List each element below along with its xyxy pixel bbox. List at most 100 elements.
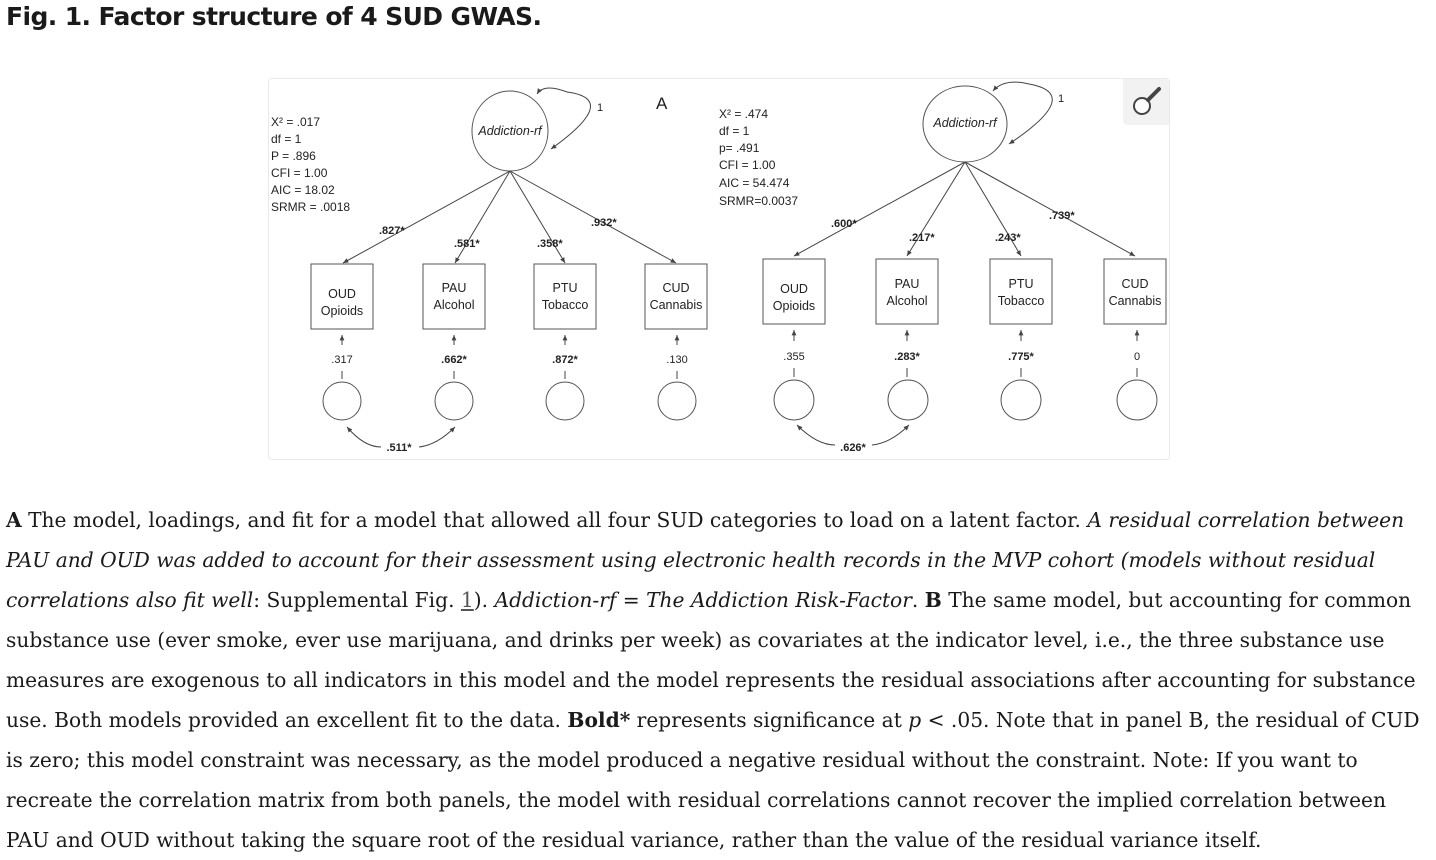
- figure-title: Fig. 1. Factor structure of 4 SUD GWAS.: [6, 2, 542, 31]
- magnifier-icon: [1133, 87, 1161, 115]
- residual-pau: .283*: [887, 330, 929, 421]
- caption-italic-text: Addiction-rf: [494, 588, 617, 612]
- supplemental-figure-link[interactable]: 1: [460, 588, 474, 612]
- indicator-code: OUD: [328, 287, 356, 301]
- error-node: [545, 381, 585, 421]
- indicator-ptu: PTU Tobacco: [533, 263, 597, 330]
- indicator-code: PTU: [1009, 277, 1034, 291]
- caption-bold-text: Bold*: [567, 708, 631, 732]
- residual-cud: 0: [1116, 330, 1158, 421]
- caption-text: < .05. Note that in panel B, the residua…: [6, 708, 1420, 852]
- figure-image: A X² = .017 df = 1 P = .896 CFI = 1.00 A…: [268, 78, 1170, 460]
- loading-label: .581*: [454, 238, 480, 250]
- latent-factor-label: Addiction-rf: [932, 116, 998, 130]
- indicator-cud: CUD Cannabis: [1103, 258, 1167, 325]
- residual-value: .317: [331, 354, 352, 366]
- fit-stat: X² = .017: [271, 115, 320, 129]
- latent-factor-label: Addiction-rf: [477, 124, 543, 138]
- panel-a-label: A: [656, 94, 668, 113]
- residual-correlation-arc: [796, 424, 836, 446]
- indicator-pau: PAU Alcohol: [422, 263, 486, 330]
- indicator-cud: CUD Cannabis: [644, 263, 708, 330]
- latent-variance-value: 1: [597, 102, 603, 114]
- indicator-code: CUD: [662, 281, 689, 295]
- caption-panel-a-label: A: [6, 508, 22, 532]
- loading-path: [342, 170, 511, 264]
- residual-value: .355: [783, 351, 804, 363]
- loading-label: .600*: [831, 218, 857, 230]
- figure-caption: A The model, loadings, and fit for a mod…: [6, 500, 1430, 860]
- residual-correlation-arc: [871, 424, 910, 446]
- fit-stat: X² = .474: [719, 107, 768, 121]
- loading-label: .358*: [537, 238, 563, 250]
- error-node: [434, 381, 474, 421]
- caption-text: The same model, but accounting for commo…: [6, 588, 1416, 732]
- indicator-name: Alcohol: [434, 298, 475, 312]
- caption-panel-b-label: B: [924, 588, 942, 612]
- caption-text: ).: [473, 588, 495, 612]
- loading-path: [454, 170, 511, 264]
- indicator-name: Opioids: [773, 299, 815, 313]
- residual-correlation-value: .626*: [840, 442, 866, 454]
- indicator-name: Tobacco: [542, 298, 589, 312]
- indicator-name: Tobacco: [998, 294, 1045, 308]
- indicator-name: Opioids: [321, 304, 363, 318]
- fit-stat: p= .491: [719, 141, 760, 155]
- indicator-name: Cannabis: [650, 298, 703, 312]
- residual-correlation-arc: [418, 426, 456, 448]
- residual-value: .130: [666, 354, 687, 366]
- caption-italic-text: The Addiction Risk-Factor: [646, 588, 912, 612]
- residual-oud: .355: [773, 330, 815, 421]
- residual-cud: .130: [657, 335, 697, 421]
- fit-stat: df = 1: [719, 124, 750, 138]
- error-node: [887, 379, 929, 421]
- indicator-code: OUD: [780, 282, 808, 296]
- residual-value: .283*: [894, 351, 920, 363]
- indicator-name: Cannabis: [1109, 294, 1162, 308]
- error-node: [1000, 379, 1042, 421]
- residual-correlation-arc: [346, 426, 382, 448]
- loading-path: [906, 161, 966, 257]
- residual-ptu: .872*: [545, 335, 585, 421]
- loading-label: .932*: [591, 217, 617, 229]
- residual-value: .662*: [441, 354, 467, 366]
- caption-text: represents significance at: [630, 708, 909, 732]
- error-node: [1116, 379, 1158, 421]
- panel-b: X² = .474 df = 1 p= .491 CFI = 1.00 AIC …: [719, 81, 1167, 454]
- error-node: [322, 381, 362, 421]
- fit-stat: CFI = 1.00: [719, 158, 776, 172]
- loading-label: .243*: [995, 232, 1021, 244]
- residual-pau: .662*: [434, 335, 474, 421]
- caption-text: : Supplemental Fig.: [253, 588, 461, 612]
- indicator-pau: PAU Alcohol: [875, 258, 939, 325]
- caption-text: =: [616, 588, 647, 612]
- zoom-button[interactable]: [1123, 79, 1169, 125]
- fit-stat: CFI = 1.00: [271, 166, 328, 180]
- indicator-code: CUD: [1121, 277, 1148, 291]
- caption-text: .: [911, 588, 925, 612]
- loading-path: [964, 161, 1022, 257]
- fit-stat: AIC = 18.02: [271, 183, 335, 197]
- indicator-ptu: PTU Tobacco: [989, 258, 1053, 325]
- residual-correlation-value: .511*: [386, 442, 412, 454]
- fit-stat: AIC = 54.474: [719, 176, 790, 190]
- residual-oud: .317: [322, 335, 362, 421]
- latent-variance-value: 1: [1058, 93, 1064, 105]
- variance-arc: [536, 87, 568, 95]
- loading-label: .739*: [1049, 210, 1075, 222]
- panel-a-fit-stats: X² = .017 df = 1 P = .896 CFI = 1.00 AIC…: [271, 115, 350, 214]
- error-node: [657, 381, 697, 421]
- indicator-oud: OUD Opioids: [310, 263, 374, 330]
- residual-ptu: .775*: [1000, 330, 1042, 421]
- fit-stat: SRMR=0.0037: [719, 194, 798, 208]
- residual-value: .775*: [1008, 351, 1034, 363]
- sem-diagram: A X² = .017 df = 1 P = .896 CFI = 1.00 A…: [271, 81, 1167, 454]
- variance-arc: [550, 91, 591, 150]
- loading-path: [793, 161, 966, 257]
- fit-stat: P = .896: [271, 149, 316, 163]
- panel-a: X² = .017 df = 1 P = .896 CFI = 1.00 AIC…: [271, 87, 708, 454]
- indicator-oud: OUD Opioids: [762, 258, 826, 325]
- caption-italic-text: A residual correlation between PAU and O…: [6, 508, 1405, 612]
- loading-path: [964, 161, 1136, 257]
- indicator-code: PAU: [895, 277, 920, 291]
